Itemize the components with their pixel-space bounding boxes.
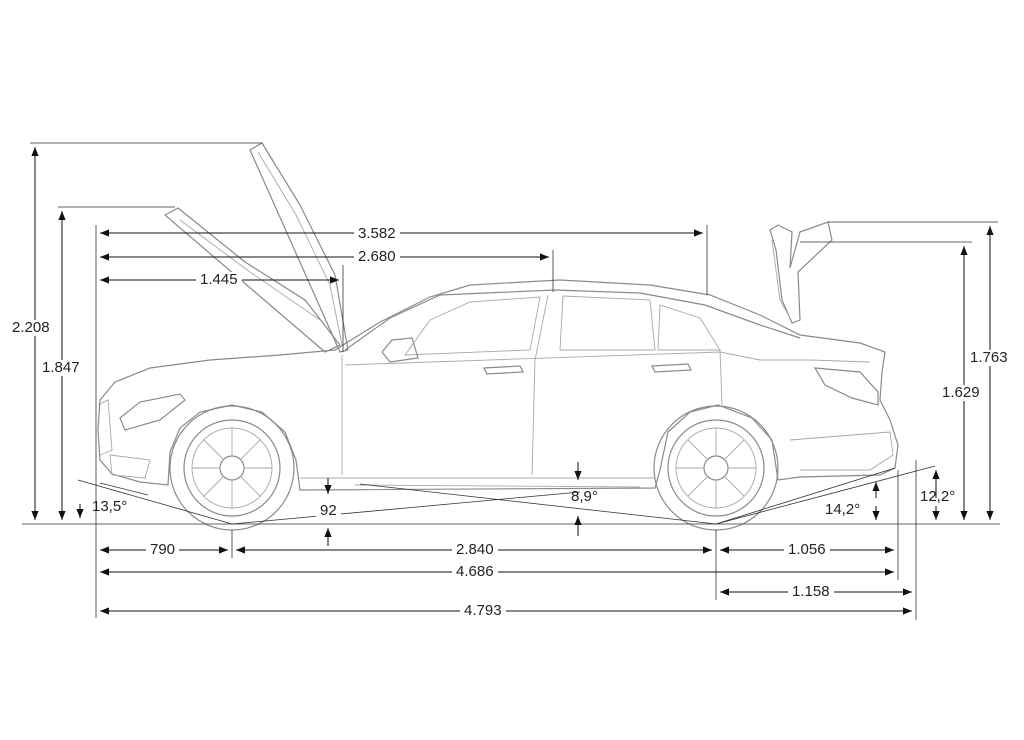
car-silhouette <box>97 142 899 531</box>
bonnet-open-outer <box>249 142 349 353</box>
height-trunk-open-label: 1.763 <box>966 350 1012 366</box>
rear-overhang-total-label: 1.158 <box>788 584 834 600</box>
wheelbase-label: 2.840 <box>452 542 498 558</box>
ground-clearance-label: 92 <box>316 503 341 519</box>
rear-wheel <box>653 405 779 531</box>
dimension-lines <box>31 147 994 615</box>
height-bonnet-open-label: 2.208 <box>8 320 54 336</box>
front-to-b-pillar-label: 2.680 <box>354 249 400 265</box>
total-length-label: 4.793 <box>460 603 506 619</box>
trunk-lid-open <box>769 221 833 324</box>
departure-angle-label: 14,2° <box>825 501 861 518</box>
front-overhang-label: 790 <box>146 542 180 558</box>
front-to-a-pillar-label: 1.445 <box>196 272 242 288</box>
height-trunk-edge-label: 1.629 <box>938 385 984 401</box>
ramp-angle-label: 8,9° <box>571 488 598 505</box>
approach-angle-label: 13,5° <box>92 498 128 515</box>
body-outline <box>97 279 899 491</box>
departure-angle-total-label: 12,2° <box>920 488 956 505</box>
bonnet-open-inner <box>163 207 341 353</box>
height-bonnet-edge-label: 1.847 <box>38 360 84 376</box>
rear-overhang-label: 1.056 <box>784 542 830 558</box>
front-to-rear-hinge-label: 3.582 <box>354 226 400 242</box>
extension-lines <box>22 142 1000 620</box>
body-length-label: 4.686 <box>452 564 498 580</box>
